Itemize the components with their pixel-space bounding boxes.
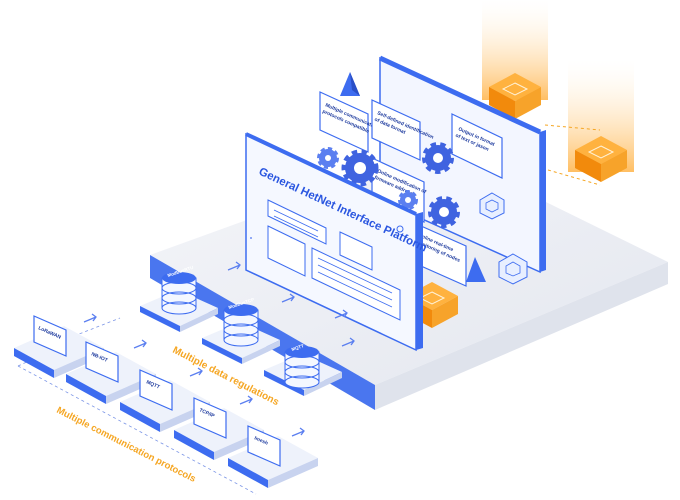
platform-window: General HetNet Interface Platform (245, 132, 429, 352)
db-label: MQTT (291, 343, 305, 352)
gear-icon (317, 147, 339, 169)
blue-cube-icon (498, 253, 528, 285)
feature-box-multi-protocol: Multiple communication protocols compati… (319, 91, 379, 153)
blue-cube-icon (479, 192, 505, 220)
gear-icon (398, 190, 418, 210)
database-modbus: ModBusRTU (140, 265, 218, 332)
triangle-icon (466, 257, 486, 282)
gear-icon (428, 196, 460, 228)
gear-icon (341, 149, 379, 187)
output-glow-beams (482, 0, 634, 186)
protocol-label: MQTT (145, 379, 160, 390)
gear-icon (422, 142, 454, 174)
triangle-icon (340, 72, 360, 96)
protocol-device-lorawan: LoRaWAN (14, 315, 104, 378)
protocol-device-imesh: Imesh (228, 425, 318, 488)
orange-cube-icon (489, 73, 541, 119)
back-panel (378, 55, 546, 274)
feature-box-output-format: Output in format of text or jason (451, 113, 503, 179)
protocol-label: Imesh (253, 435, 269, 446)
protocol-device-tcpip: TCP/IP (174, 397, 264, 460)
database-mqtt: MQTT (264, 343, 342, 396)
database-modbus-tcp: ModBusTCP (202, 297, 280, 364)
orange-cube-icon (575, 136, 627, 182)
flow-arrows (83, 237, 355, 437)
